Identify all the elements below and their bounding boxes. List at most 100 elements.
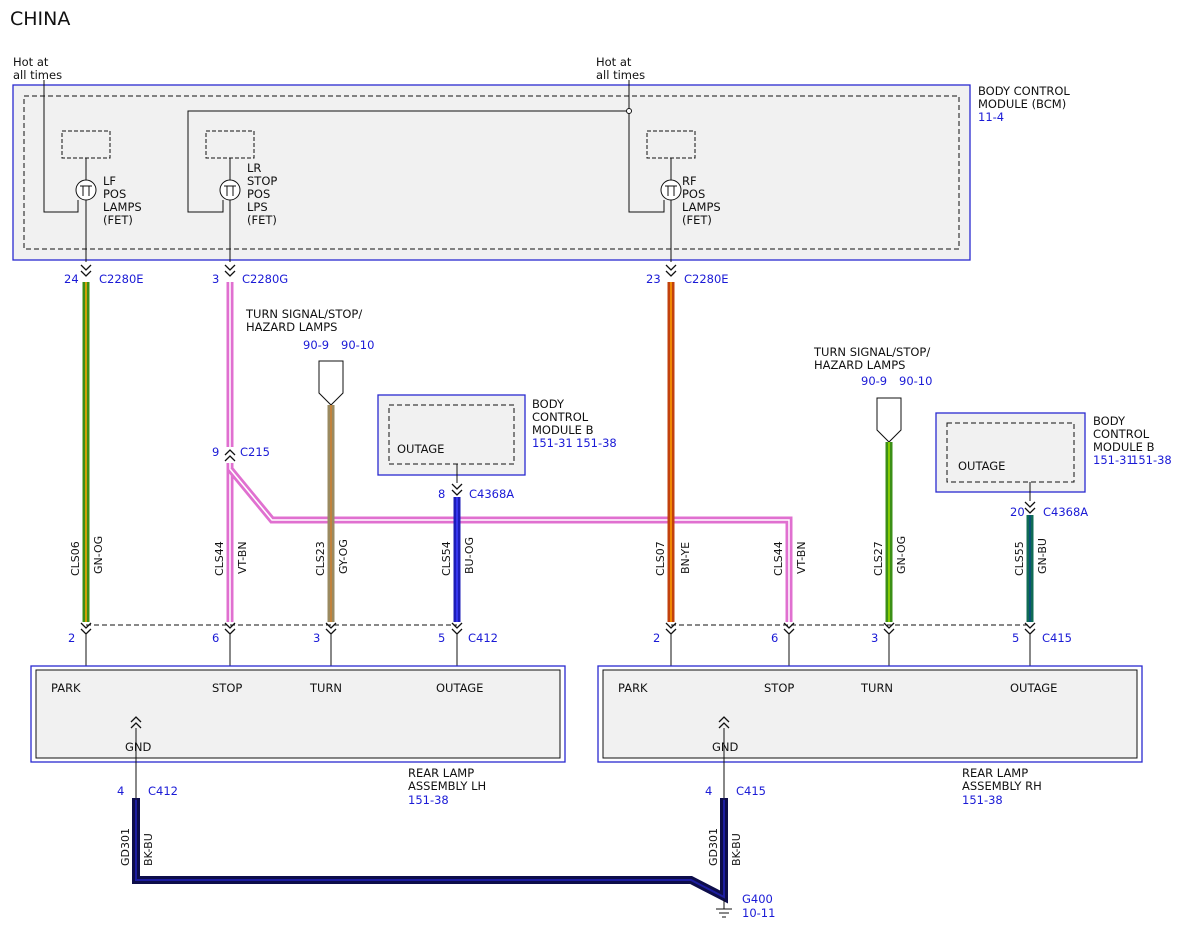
c412-pin-park: 2 <box>68 631 75 645</box>
wire-label-cls54-color: BU-OG <box>463 537 476 574</box>
wire-label-cls07-circuit: CLS07 <box>654 541 667 576</box>
wire-label-cls55-color: GN-BU <box>1036 538 1049 574</box>
c415-pin-outage: 5 <box>1012 631 1019 645</box>
c412-pin-turn: 3 <box>313 631 320 645</box>
turn-ref-right-arrow-icon <box>876 397 902 443</box>
rear-lh-name-line1: REAR LAMP <box>408 766 474 780</box>
gnd-lh-connector[interactable]: C412 <box>148 784 178 798</box>
turn-ref-right-link1[interactable]: 90-9 <box>861 374 887 388</box>
bcm-b-right-line1: BODY <box>1093 414 1126 428</box>
rear-rh-ref-link[interactable]: 151-38 <box>962 793 1003 807</box>
wire-label-cls27-circuit: CLS27 <box>872 541 885 576</box>
rear-rh-name-line2: ASSEMBLY RH <box>962 779 1042 793</box>
bcm-b-left-module[interactable] <box>377 394 526 476</box>
bcm-b-left-ref2[interactable]: 151-38 <box>576 436 617 450</box>
bcm-b-right-ref2[interactable]: 151-38 <box>1131 453 1172 467</box>
rear-lamp-lh-module[interactable] <box>30 665 566 763</box>
driver-lf-line4: (FET) <box>103 213 133 227</box>
c415-pin-park: 2 <box>653 631 660 645</box>
rear-rh-label-turn: TURN <box>860 681 893 695</box>
rear-rh-label-stop: STOP <box>764 681 794 695</box>
wire-label-cls44-left-color: VT-BN <box>236 541 249 574</box>
rear-rh-name-line1: REAR LAMP <box>962 766 1028 780</box>
gnd-chevrons <box>130 716 730 729</box>
wire-gd301[interactable] <box>132 798 728 904</box>
wire-label-gd301-left-color: BK-BU <box>142 833 155 866</box>
c215-connector[interactable]: C215 <box>240 445 270 459</box>
driver-rf-line3: LAMPS <box>682 200 721 214</box>
ground-ref[interactable]: 10-11 <box>742 906 775 920</box>
driver-lr-line3: POS <box>247 187 270 201</box>
driver-lr-line2: STOP <box>247 174 277 188</box>
c415-pin-stop: 6 <box>771 631 778 645</box>
driver-lr-line4: LPS <box>247 200 268 214</box>
bcm-ref-link[interactable]: 11-4 <box>978 110 1004 124</box>
bcm-b-left-outage: OUTAGE <box>397 442 444 456</box>
bcm-pin-3: 3 <box>212 272 219 286</box>
bcm-b-left-pin: 8 <box>438 487 445 501</box>
rear-lh-label-turn: TURN <box>309 681 342 695</box>
turn-ref-left-link2[interactable]: 90-10 <box>341 338 374 352</box>
page-title: CHINA <box>10 8 70 30</box>
rear-rh-label-park: PARK <box>618 681 648 695</box>
driver-lf <box>61 130 111 262</box>
c412-pin-outage: 5 <box>438 631 445 645</box>
rear-rh-label-outage: OUTAGE <box>1010 681 1057 695</box>
rear-lh-label-park: PARK <box>51 681 81 695</box>
driver-lr-line5: (FET) <box>247 213 277 227</box>
c412-connector[interactable]: C412 <box>468 631 498 645</box>
wire-label-cls27-color: GN-OG <box>895 536 908 574</box>
rear-lamp-leads <box>85 634 1031 670</box>
gnd-rh-connector[interactable]: C415 <box>736 784 766 798</box>
turn-ref-left-link1[interactable]: 90-9 <box>303 338 329 352</box>
bcm-b-right-module[interactable] <box>935 412 1086 493</box>
wire-label-gd301-right-circuit: GD301 <box>707 828 720 866</box>
c415-connector[interactable]: C415 <box>1042 631 1072 645</box>
bcm-connector-c2280e-right[interactable]: C2280E <box>684 272 729 286</box>
bcm-b-left-line1: BODY <box>532 397 565 411</box>
bcm-module[interactable] <box>12 84 971 261</box>
driver-lf-line2: POS <box>103 187 126 201</box>
wire-label-cls44-left-circuit: CLS44 <box>213 541 226 576</box>
ground-icon <box>716 900 732 918</box>
rear-lamp-rh-module[interactable] <box>597 665 1143 763</box>
turn-ref-right-line2: HAZARD LAMPS <box>814 358 905 372</box>
bcm-b-right-ref1[interactable]: 151-31 <box>1093 453 1134 467</box>
bcm-b-left-ref1[interactable]: 151-31 <box>532 436 573 450</box>
wire-label-cls55-circuit: CLS55 <box>1013 541 1026 576</box>
driver-lr <box>205 130 255 262</box>
bcm-connector-c2280e-left[interactable]: C2280E <box>99 272 144 286</box>
driver-lf-line1: LF <box>103 174 116 188</box>
gnd-rh-pin: 4 <box>705 784 712 798</box>
turn-ref-right-link2[interactable]: 90-10 <box>899 374 932 388</box>
bcm-b-left-connector[interactable]: C4368A <box>469 487 514 501</box>
wire-label-cls54-circuit: CLS54 <box>440 541 453 576</box>
bcm-pin-23: 23 <box>646 272 661 286</box>
driver-rf-line1: RF <box>682 174 697 188</box>
driver-rf <box>646 130 696 262</box>
hot-label-right-line1: Hot at <box>596 55 632 69</box>
wire-label-cls23-color: GY-OG <box>337 539 350 574</box>
bcm-b-right-outage: OUTAGE <box>958 459 1005 473</box>
c215-connector-chevron <box>224 449 236 462</box>
bcm-b-left-line2: CONTROL <box>532 410 589 424</box>
bcm-b-right-line3: MODULE B <box>1093 440 1155 454</box>
bcm-internal-wiring <box>43 80 665 213</box>
bcm-b-right-pin: 20 <box>1010 505 1025 519</box>
bcm-b-right-connector[interactable]: C4368A <box>1043 505 1088 519</box>
driver-rf-line4: (FET) <box>682 213 712 227</box>
bcm-b-left-line3: MODULE B <box>532 423 594 437</box>
bcm-connector-c2280g[interactable]: C2280G <box>242 272 288 286</box>
bcm-name-line2: MODULE (BCM) <box>978 97 1066 111</box>
wire-cls44-crossover[interactable] <box>227 466 793 622</box>
rear-lh-ref-link[interactable]: 151-38 <box>408 793 449 807</box>
driver-lr-line1: LR <box>247 161 261 175</box>
c415-pin-turn: 3 <box>871 631 878 645</box>
wire-label-cls06-circuit: CLS06 <box>69 541 82 576</box>
bcm-b-right-line2: CONTROL <box>1093 427 1150 441</box>
rear-lh-label-gnd: GND <box>125 740 152 754</box>
ground-name[interactable]: G400 <box>742 892 773 906</box>
bcm-name-line1: BODY CONTROL <box>978 84 1070 98</box>
hot-label-left-line1: Hot at <box>13 55 49 69</box>
